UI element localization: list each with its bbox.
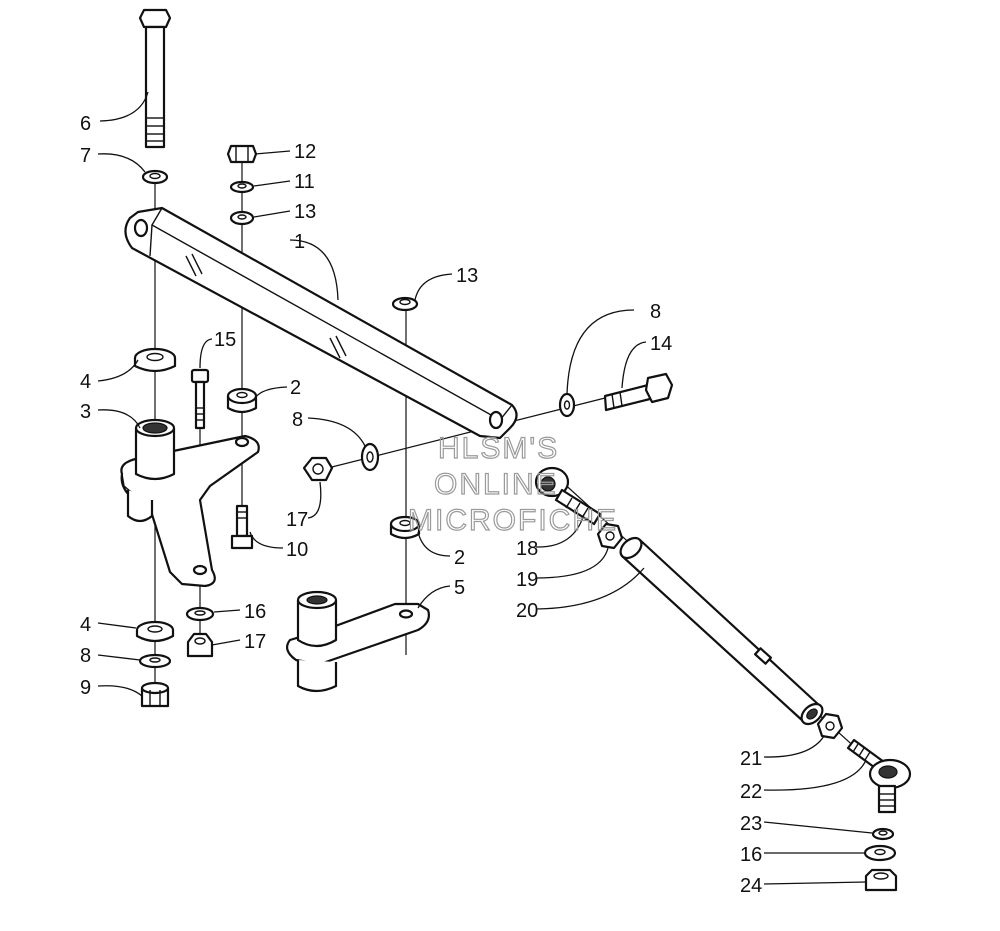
washer-13-right — [391, 296, 419, 312]
washer-8-right — [558, 392, 576, 418]
arm-3 — [120, 418, 260, 588]
callout-4-upper: 4 — [80, 371, 91, 393]
callout-17-middle: 17 — [286, 509, 308, 531]
callouts: 6 7 12 11 13 1 13 8 14 4 15 3 2 8 17 10 … — [80, 113, 762, 897]
nut-4-upper — [133, 347, 177, 373]
callout-13-top: 13 — [294, 201, 316, 223]
callout-8-middle: 8 — [292, 409, 303, 431]
washer-16-left — [185, 606, 215, 622]
nut-17-middle — [302, 456, 334, 482]
stud-10 — [230, 504, 254, 550]
callout-2-lower: 2 — [454, 547, 465, 569]
washer-8-lower — [138, 653, 172, 669]
callout-9: 9 — [80, 677, 91, 699]
nut-12 — [226, 144, 258, 164]
callout-16-left: 16 — [244, 601, 266, 623]
callout-12: 12 — [294, 141, 316, 163]
bolt-15 — [190, 368, 210, 430]
washer-11 — [229, 180, 255, 194]
tube-20 — [619, 536, 824, 726]
callout-21: 21 — [740, 748, 762, 770]
callout-19: 19 — [516, 569, 538, 591]
callout-14: 14 — [650, 333, 672, 355]
callout-13-right: 13 — [456, 265, 478, 287]
nut-24 — [864, 868, 898, 892]
callout-10: 10 — [286, 539, 308, 561]
callout-20: 20 — [516, 600, 538, 622]
callout-8-lower: 8 — [80, 645, 91, 667]
spacer-2-lower — [389, 515, 421, 540]
washer-13-top — [229, 210, 255, 226]
arm-1 — [124, 206, 518, 440]
nut-17-lower — [186, 632, 214, 658]
rod-end-18 — [534, 466, 602, 526]
callout-23: 23 — [740, 813, 762, 835]
arm-5 — [286, 590, 430, 693]
callout-1: 1 — [294, 231, 305, 253]
bolt-14 — [603, 372, 674, 412]
callout-5: 5 — [454, 577, 465, 599]
callout-7: 7 — [80, 145, 91, 167]
washer-16-right — [863, 844, 897, 862]
callout-15: 15 — [214, 329, 236, 351]
watermark-line-3: MICROFICHE — [408, 504, 618, 537]
washer-23 — [871, 827, 895, 841]
nut-4-lower — [135, 620, 175, 643]
leader-lines — [97, 91, 873, 885]
watermark-line-2: ONLINE — [434, 468, 558, 501]
watermark-line-1: HLSM'S — [438, 432, 559, 465]
washer-8-middle — [360, 442, 380, 472]
watermark: HLSM'S ONLINE MICROFICHE — [407, 431, 618, 537]
callout-2-upper: 2 — [290, 377, 301, 399]
callout-17-lower: 17 — [244, 631, 266, 653]
callout-16-right: 16 — [740, 844, 762, 866]
callout-11: 11 — [294, 171, 315, 193]
callout-8-right: 8 — [650, 301, 661, 323]
callout-4-lower: 4 — [80, 614, 91, 636]
nut-21 — [816, 712, 844, 740]
spacer-2-upper — [226, 387, 258, 414]
nut-9 — [140, 681, 170, 708]
callout-18: 18 — [516, 538, 538, 560]
bolt-6 — [138, 8, 172, 149]
washer-7 — [141, 169, 169, 185]
callout-6: 6 — [80, 113, 91, 135]
rod-end-22 — [846, 738, 912, 814]
callout-24: 24 — [740, 875, 762, 897]
nut-19 — [596, 522, 624, 550]
callout-22: 22 — [740, 781, 762, 803]
callout-3: 3 — [80, 401, 91, 423]
